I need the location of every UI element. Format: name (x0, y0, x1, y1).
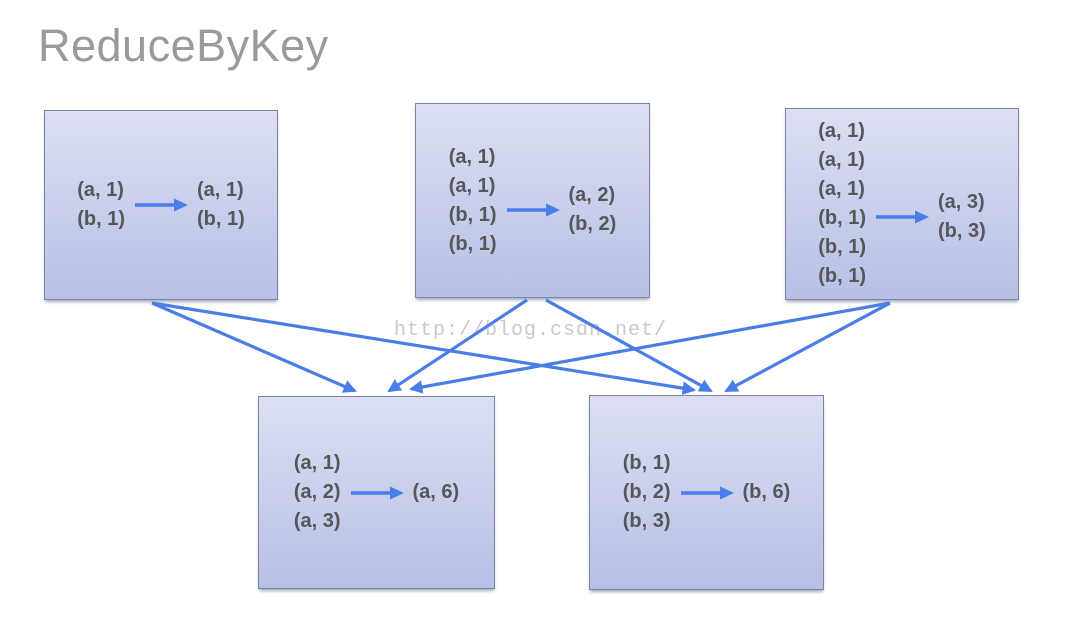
tuple: (a, 1) (448, 145, 496, 168)
tuple: (a, 2) (568, 183, 616, 206)
shuffle-arrow-partition-1-to-reduce-b (151, 301, 696, 395)
output-tuples: (a, 6) (413, 478, 460, 507)
shuffle-arrow-partition-2-to-reduce-b (545, 298, 713, 393)
tuple: (a, 1) (818, 178, 865, 200)
output-tuples: (a, 3) (b, 3) (938, 188, 986, 246)
input-tuples: (a, 1) (a, 1) (b, 1) (b, 1) (449, 143, 497, 259)
shuffle-arrow-partition-2-to-reduce-a (387, 298, 528, 393)
box-content: (a, 1) (a, 2) (a, 3) (a, 6) (294, 449, 459, 536)
reduce-arrow-icon (135, 198, 188, 212)
output-tuples: (b, 6) (743, 478, 791, 507)
tuple: (b, 1) (77, 208, 125, 230)
output-tuples: (a, 1) (b, 1) (197, 176, 245, 234)
input-tuples: (a, 1) (a, 1) (a, 1) (b, 1) (b, 1) (b, 1) (818, 117, 866, 291)
box-partition-2: (a, 1) (a, 1) (b, 1) (b, 1) (a, 2) (b, 2) (415, 103, 650, 298)
box-partition-3: (a, 1)(a, 1)(a, 1)(b, 1)(b, 1)(b, 1)(a, … (785, 108, 1019, 300)
reduce-arrow-icon (680, 486, 734, 499)
input-tuples: (b, 1) (b, 2) (b, 3) (623, 449, 671, 536)
tuple: (a, 1) (818, 149, 865, 171)
reduce-arrow-icon (506, 203, 560, 216)
output-tuples: (a, 2) (b, 2) (569, 181, 617, 239)
box-partition-1: (a, 1) (b, 1) (a, 1) (b, 1) (44, 110, 278, 300)
input-tuples: (a, 1) (b, 1) (77, 176, 125, 234)
tuple: (a, 2) (293, 481, 341, 503)
input-tuples: (a, 1) (a, 2) (a, 3) (294, 449, 341, 536)
tuple: (a, 1) (77, 179, 124, 201)
tuple: (b, 6) (742, 481, 791, 503)
tuple: (b, 1) (818, 207, 866, 229)
tuple: (a, 3) (293, 510, 341, 532)
page-title: ReduceByKey (38, 20, 329, 71)
reduce-arrow-icon (876, 210, 929, 224)
tuple: (a, 1) (448, 174, 496, 197)
box-content: (a, 1) (b, 1) (a, 1) (b, 1) (77, 176, 245, 234)
tuple: (b, 1) (818, 265, 866, 287)
tuple: (b, 2) (568, 212, 617, 235)
box-reduce-a: (a, 1) (a, 2) (a, 3) (a, 6) (258, 396, 495, 589)
tuple: (b, 3) (622, 510, 671, 532)
tuple: (b, 1) (818, 236, 866, 258)
box-content: (a, 1) (a, 1) (b, 1) (b, 1) (a, 2) (b, 2) (449, 143, 617, 259)
tuple: (b, 1) (448, 232, 497, 255)
tuple: (b, 2) (622, 481, 671, 503)
shuffle-arrow-partition-3-to-reduce-a (409, 301, 891, 394)
tuple: (b, 1) (622, 452, 671, 474)
reduce-arrow-icon (350, 486, 404, 499)
box-content: (a, 1)(a, 1)(a, 1)(b, 1)(b, 1)(b, 1)(a, … (818, 117, 986, 291)
tuple: (a, 6) (412, 481, 460, 503)
tuple: (b, 1) (197, 208, 245, 230)
box-reduce-b: (b, 1) (b, 2) (b, 3) (b, 6) (589, 395, 824, 590)
tuple: (b, 1) (448, 203, 497, 226)
shuffle-arrow-partition-3-to-reduce-b (724, 301, 891, 393)
tuple: (b, 3) (938, 220, 986, 242)
shuffle-arrow-partition-1-to-reduce-a (151, 301, 357, 393)
tuple: (a, 3) (938, 191, 985, 213)
box-content: (b, 1) (b, 2) (b, 3) (b, 6) (623, 449, 791, 536)
tuple: (a, 1) (197, 179, 244, 201)
tuple: (a, 1) (293, 452, 341, 474)
tuple: (a, 1) (818, 120, 865, 142)
watermark-text: http://blog.csdn.net/ (394, 319, 668, 342)
